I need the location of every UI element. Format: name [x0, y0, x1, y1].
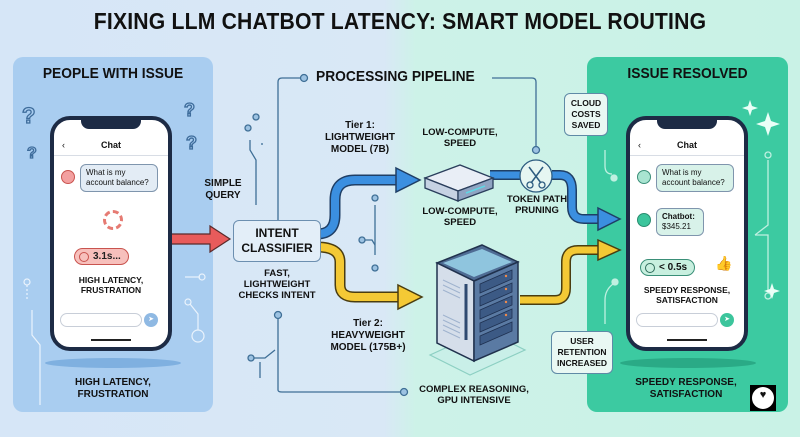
user-avatar-icon	[61, 170, 75, 184]
phone-shadow	[45, 358, 181, 368]
bot-message: Chatbot: $345.21	[656, 208, 704, 236]
token-pruning-label: TOKEN PATH PRUNING	[506, 194, 568, 216]
home-indicator	[91, 339, 131, 341]
question-mark-icon: ?	[185, 132, 197, 153]
send-button[interactable]: ➤	[144, 313, 158, 327]
chat-header: ‹ Chat	[54, 134, 168, 156]
classifier-description: FAST, LIGHTWEIGHT CHECKS INTENT	[238, 268, 316, 301]
scissors-icon	[519, 159, 553, 193]
tier1-label-line: MODEL (7B)	[330, 144, 390, 155]
back-icon[interactable]: ‹	[638, 140, 641, 150]
phone-notch	[81, 120, 141, 129]
resolved-phone: ‹ Chat What is my account balance? Chatb…	[626, 116, 748, 351]
tier1-label-line: Tier 1:	[345, 120, 375, 131]
problem-caption: HIGH LATENCY, FRUSTRATION	[75, 377, 151, 400]
tier2-out-arrowhead	[597, 238, 622, 262]
question-mark-icon: ?	[26, 144, 37, 162]
tier1-arrowhead	[395, 166, 422, 194]
phone-status: HIGH LATENCY, FRUSTRATION	[78, 275, 144, 295]
circuit-decor-middle	[244, 73, 541, 397]
send-button[interactable]: ➤	[720, 313, 734, 327]
latency-value: 3.1s...	[93, 251, 121, 262]
circuit-decor-right	[604, 150, 772, 324]
message-input[interactable]	[636, 313, 718, 327]
chat-title: Chat	[101, 140, 121, 150]
resolved-caption: SPEEDY RESPONSE, SATISFACTION	[635, 377, 737, 400]
resolved-panel-title: ISSUE RESOLVED	[627, 65, 748, 82]
pruned-arrowhead	[597, 206, 622, 232]
latency-badge: 3.1s...	[74, 248, 129, 265]
tier1-label-line: LIGHTWEIGHT	[325, 132, 395, 143]
sparkle-icons	[742, 100, 780, 299]
intent-classifier-box: INTENT CLASSIFIER	[233, 220, 321, 262]
page-title: FIXING LLM CHATBOT LATENCY: SMART MODEL …	[93, 8, 707, 34]
pipeline-title: PROCESSING PIPELINE	[316, 68, 475, 85]
chat-title: Chat	[677, 140, 697, 150]
problem-phone: ‹ Chat What is my account balance? 3.1s.…	[50, 116, 172, 351]
phone-shadow	[620, 358, 756, 368]
user-message: What is my account balance?	[80, 164, 158, 192]
tier2-arrowhead	[397, 283, 424, 311]
thumbs-up-icon: 👍	[715, 255, 733, 271]
chat-header: ‹ Chat	[630, 134, 744, 156]
user-avatar-icon	[637, 170, 651, 184]
cloud-costs-saved-note: CLOUD COSTS SAVED	[564, 93, 608, 136]
bot-reply: $345.21	[662, 222, 691, 231]
tier1-top-note: LOW-COMPUTE, SPEED	[422, 127, 498, 149]
back-icon[interactable]: ‹	[62, 140, 65, 150]
lightweight-server-icon	[423, 164, 495, 202]
user-retention-note: USER RETENTION INCREASED	[551, 331, 613, 374]
tier2-label-line: MODEL (175B+)	[330, 342, 406, 353]
tier2-label: Tier 2: HEAVYWEIGHT MODEL (175B+)	[322, 318, 414, 354]
phone-notch	[657, 120, 717, 129]
logo-circle	[752, 387, 774, 409]
tier2-label-line: Tier 2:	[353, 318, 383, 329]
message-input[interactable]	[60, 313, 142, 327]
query-arrow	[167, 224, 232, 254]
question-mark-icon: ?	[21, 102, 36, 128]
circuit-decor-left	[23, 273, 206, 405]
question-mark-icon: ?	[183, 99, 195, 120]
home-indicator	[667, 339, 707, 341]
clock-icon	[645, 263, 655, 273]
latency-badge: < 0.5s	[640, 259, 696, 276]
spinner-icon	[103, 210, 123, 230]
bot-avatar-icon	[637, 213, 651, 227]
tier2-label-line: HEAVYWEIGHT	[331, 330, 405, 341]
clock-icon	[79, 252, 89, 262]
tier1-label: Tier 1: LIGHTWEIGHT MODEL (7B)	[318, 120, 402, 156]
tier2-route	[316, 241, 400, 303]
tier2-note: COMPLEX REASONING, GPU INTENSIVE	[419, 384, 529, 406]
simple-query-label: SIMPLE QUERY	[204, 178, 242, 201]
phone-status: SPEEDY RESPONSE, SATISFACTION	[643, 285, 731, 305]
latency-value: < 0.5s	[659, 262, 688, 273]
brand-logo: ♥	[750, 385, 776, 411]
bot-name: Chatbot:	[662, 212, 695, 221]
tier1-bottom-note: LOW-COMPUTE, SPEED	[422, 206, 498, 228]
user-message: What is my account balance?	[656, 164, 734, 192]
heavyweight-server-icon	[428, 244, 527, 376]
problem-panel-title: PEOPLE WITH ISSUE	[42, 65, 184, 82]
heart-icon: ♥	[759, 389, 767, 401]
